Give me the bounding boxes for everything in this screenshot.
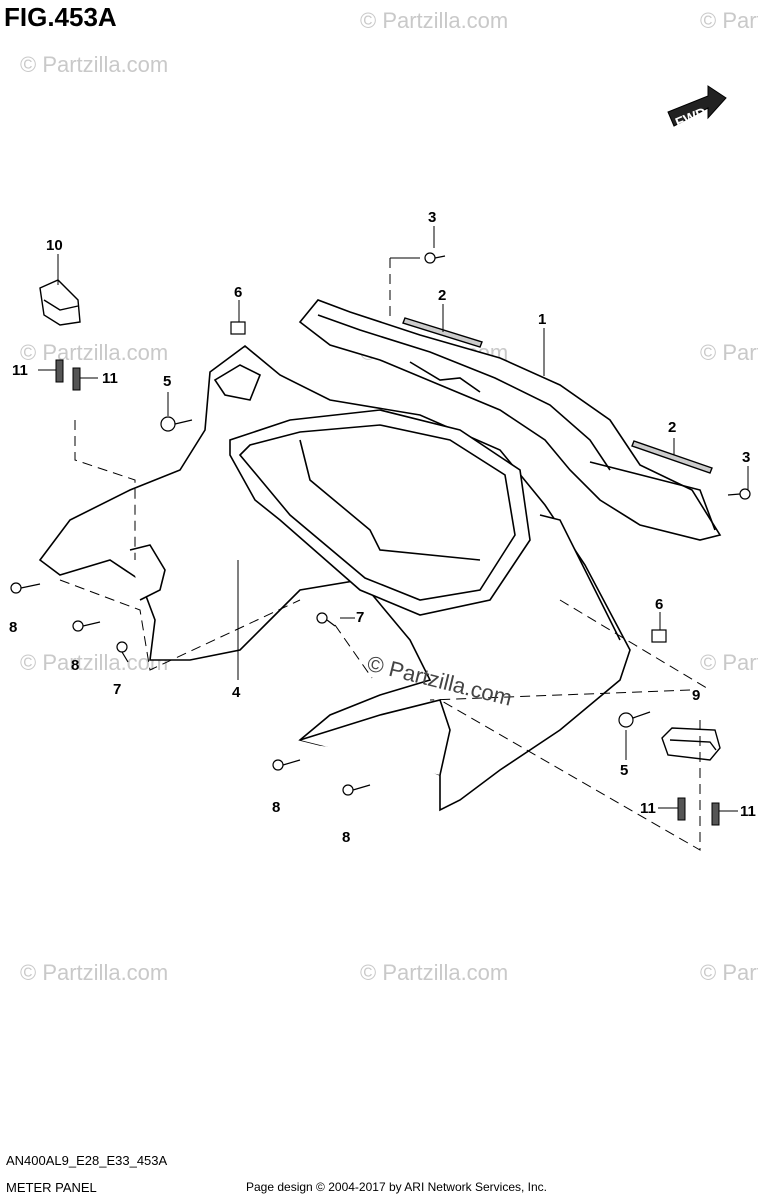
watermark: © Partzilla.com bbox=[360, 960, 508, 985]
leader-lines bbox=[38, 226, 749, 851]
callout-9: 9 bbox=[692, 687, 700, 704]
callout-11: 11 bbox=[102, 370, 118, 387]
callout-1: 1 bbox=[538, 311, 546, 328]
watermark: © Partzilla.com bbox=[20, 650, 168, 675]
panel-name: METER PANEL bbox=[6, 1180, 97, 1195]
watermark: © Partzilla.com bbox=[20, 960, 168, 985]
callout-5: 5 bbox=[620, 762, 628, 779]
callout-labels: 1 2 2 3 3 4 5 5 6 6 7 7 8 8 8 8 9 10 11 … bbox=[9, 209, 756, 846]
part-1-meter-cover bbox=[298, 299, 722, 541]
callout-8: 8 bbox=[342, 829, 350, 846]
part-11-spring bbox=[55, 359, 720, 826]
watermark: © Partzilla.com bbox=[20, 340, 168, 365]
callout-11: 11 bbox=[640, 800, 656, 817]
callout-7: 7 bbox=[113, 681, 121, 698]
watermark: © Partzilla.com bbox=[20, 52, 168, 77]
watermark: © Partzilla.com bbox=[700, 8, 758, 33]
callout-6: 6 bbox=[655, 596, 663, 613]
callout-3: 3 bbox=[428, 209, 436, 226]
callout-8: 8 bbox=[9, 619, 17, 636]
part-2-strip bbox=[402, 317, 713, 474]
callout-10: 10 bbox=[46, 237, 63, 254]
callout-11: 11 bbox=[740, 803, 756, 820]
watermark: © Partzilla.com bbox=[360, 8, 508, 33]
callout-8: 8 bbox=[71, 657, 79, 674]
callout-6: 6 bbox=[234, 284, 242, 301]
callout-7: 7 bbox=[356, 609, 364, 626]
callout-11: 11 bbox=[12, 362, 28, 379]
callout-2: 2 bbox=[438, 287, 446, 304]
fwd-arrow-icon: FWD bbox=[667, 85, 727, 131]
fastener-set bbox=[10, 252, 751, 796]
callout-8: 8 bbox=[272, 799, 280, 816]
part-10-cap bbox=[39, 279, 81, 326]
watermark: © Partzilla.com bbox=[700, 650, 758, 675]
part-4-meter-panel bbox=[38, 344, 631, 812]
callout-2: 2 bbox=[668, 419, 676, 436]
watermark: © Partzilla.com bbox=[700, 340, 758, 365]
callout-3: 3 bbox=[742, 449, 750, 466]
callout-5: 5 bbox=[163, 373, 171, 390]
part-9-cap bbox=[661, 727, 721, 761]
page-credit: Page design © 2004-2017 by ARI Network S… bbox=[246, 1180, 548, 1194]
watermark: © Partzilla.com bbox=[700, 960, 758, 985]
figure-title: FIG.453A bbox=[4, 2, 117, 32]
model-code: AN400AL9_E28_E33_453A bbox=[6, 1153, 168, 1168]
callout-4: 4 bbox=[232, 684, 241, 701]
